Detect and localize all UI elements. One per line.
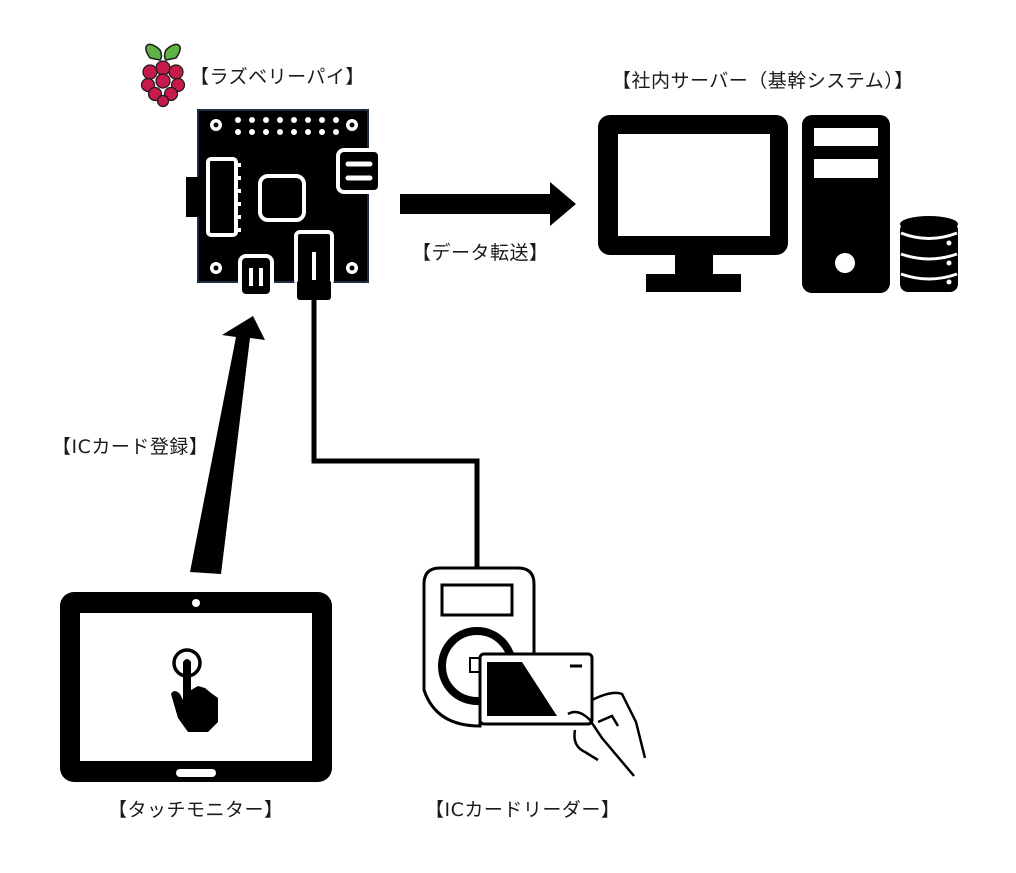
ic-card-register-arrow — [190, 316, 265, 574]
touch-hand-icon — [171, 648, 218, 732]
touch-monitor-label: 【タッチモニター】 — [108, 799, 284, 821]
gpio-pin — [277, 129, 283, 135]
desktop-computer-icon — [598, 115, 788, 292]
usb-cable — [311, 298, 480, 570]
gpio-pin — [249, 129, 255, 135]
gpio-pin — [263, 117, 269, 123]
gpio-pin — [249, 117, 255, 123]
gpio-pin — [235, 129, 241, 135]
gpio-pin — [277, 117, 283, 123]
data-transfer-label: 【データ転送】 — [412, 242, 549, 264]
server-label: 【社内サーバー（基幹システム）】 — [612, 70, 914, 92]
tower-pc-icon — [802, 115, 890, 293]
gpio-pin — [263, 129, 269, 135]
gpio-pin — [333, 117, 339, 123]
raspberry-pi-label: 【ラズベリーパイ】 — [190, 66, 365, 88]
raspberry-logo-icon — [140, 43, 186, 108]
gpio-pin — [305, 129, 311, 135]
data-transfer-arrow — [400, 182, 576, 226]
card-reader-label: 【ICカードリーダー】 — [425, 799, 621, 821]
gpio-pin — [319, 117, 325, 123]
gpio-pin — [291, 117, 297, 123]
database-icon — [900, 216, 958, 292]
gpio-pin — [333, 129, 339, 135]
gpio-pin — [291, 129, 297, 135]
gpio-pin — [235, 117, 241, 123]
gpio-pin — [319, 129, 325, 135]
gpio-pin — [305, 117, 311, 123]
tablet-touch-icon — [60, 592, 332, 782]
ic-card-reader-icon — [422, 566, 647, 777]
raspberry-pi-board-icon — [186, 109, 382, 300]
ic-card-register-label: 【ICカード登録】 — [52, 436, 209, 458]
